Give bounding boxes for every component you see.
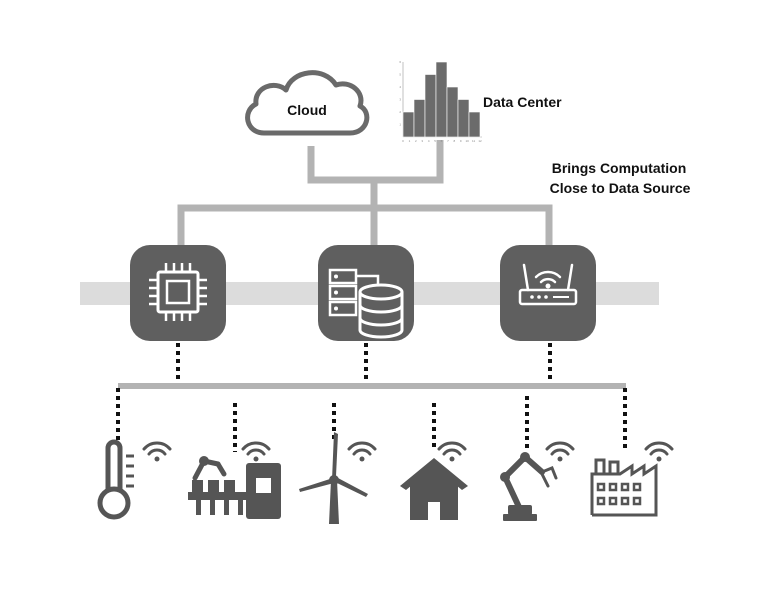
caption-line-2: Close to Data Source — [550, 180, 691, 196]
dotted-device-links — [116, 388, 627, 452]
histogram-bar — [446, 86, 459, 138]
histogram-x-tick: 5 — [434, 139, 436, 143]
histogram-y-tick: 1 — [399, 123, 401, 127]
wifi-signal-icon — [142, 441, 172, 462]
wifi-router-icon — [518, 263, 578, 306]
histogram-y-tick: 4 — [399, 85, 401, 89]
house-icon — [400, 458, 468, 520]
edge-node-server — [318, 245, 414, 341]
edge-node-cpu — [130, 245, 226, 341]
histogram-bar — [424, 74, 437, 138]
cloud-icon — [245, 70, 370, 136]
histogram-x-tick: 10 — [465, 139, 469, 143]
histogram-y-tick: 6 — [399, 60, 401, 64]
wifi-signals — [142, 441, 674, 462]
edge-node-router — [500, 245, 596, 341]
cloud-label: Cloud — [287, 102, 327, 118]
histogram-x-tick: 4 — [428, 139, 430, 143]
histogram-bar — [468, 111, 481, 138]
dotted-node-links — [176, 343, 552, 384]
histogram-x-tick: 8 — [453, 139, 455, 143]
histogram-y-tick: 2 — [399, 110, 401, 114]
cloud-connectors — [177, 140, 553, 246]
factory-icon — [590, 458, 658, 517]
histogram-x-tick: 3 — [421, 139, 423, 143]
histogram-bar — [402, 111, 415, 138]
cpu-chip-icon — [149, 263, 207, 321]
histogram-x-tick: 11 — [472, 139, 475, 143]
histogram-x-tick: 6 — [441, 139, 443, 143]
histogram-bar — [413, 99, 426, 138]
histogram-bar — [457, 99, 470, 138]
histogram-bars — [402, 61, 481, 138]
histogram-x-tick: 9 — [460, 139, 462, 143]
robot-arm-icon — [500, 452, 558, 521]
histogram-x-tick: 7 — [447, 139, 449, 143]
histogram-y-tick: 5 — [399, 73, 401, 77]
histogram-x-tick: 12 — [478, 139, 482, 143]
wifi-signal-icon — [437, 441, 467, 462]
histogram-x-tick: 1 — [409, 139, 411, 143]
server-database-icon — [328, 268, 404, 339]
wifi-signal-icon — [241, 441, 271, 462]
thermometer-icon — [97, 439, 134, 520]
histogram-x-tick: 0 — [402, 139, 404, 143]
histogram-y-tick: 3 — [399, 98, 401, 102]
data-center-label: Data Center — [483, 94, 562, 110]
histogram-y-ticks: 1 2 3 4 5 6 — [399, 60, 401, 127]
wifi-signal-icon — [347, 441, 377, 462]
caption-line-1: Brings Computation — [552, 160, 687, 176]
wifi-signal-icon — [545, 441, 575, 462]
histogram-x-tick: 2 — [415, 139, 417, 143]
wind-turbine-icon — [299, 432, 368, 524]
wifi-signal-icon — [644, 441, 674, 462]
assembly-line-icon — [188, 456, 281, 519]
histogram-bar — [435, 61, 448, 138]
